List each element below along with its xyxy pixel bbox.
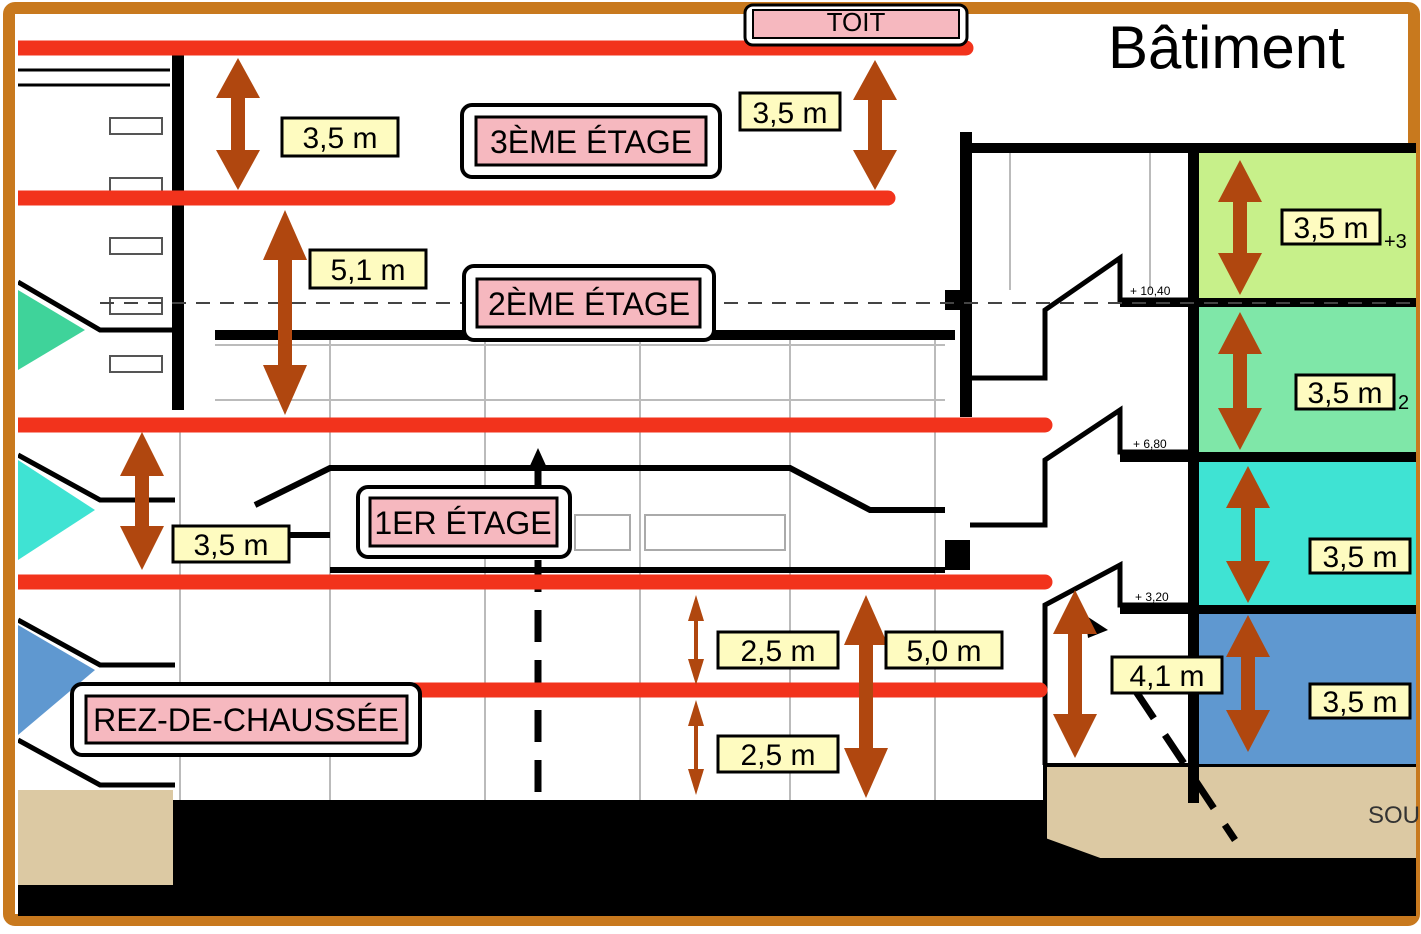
svg-text:2,5 m: 2,5 m	[740, 635, 815, 668]
basement-label: SOU	[1368, 802, 1420, 829]
svg-text:2,5 m: 2,5 m	[740, 739, 815, 772]
arrow-stack-2	[1218, 312, 1262, 450]
dim-first: 3,5 m	[171, 524, 291, 564]
facade-windows	[109, 117, 163, 373]
elevation-3: + 3,20	[1135, 590, 1169, 604]
left-stair-cyan	[18, 460, 95, 560]
dim-ground-lower: 2,5 m	[716, 734, 840, 774]
svg-text:5,1 m: 5,1 m	[330, 254, 405, 287]
side-mark-1: +3	[1384, 231, 1407, 253]
floor-label-3eme: 3ÈME ÉTAGE	[460, 103, 722, 179]
arrow-stack-3	[1226, 466, 1270, 603]
arrow-right-top	[853, 60, 897, 190]
dimension-labels: 3,5 m 3,5 m 5,1 m 3,5 m 2,5 m 2,5 m 5,0 …	[171, 91, 1412, 774]
dim-stack-4: 3,5 m	[1308, 682, 1412, 720]
arrow-first	[120, 432, 164, 570]
arrow-stack-4	[1226, 615, 1270, 752]
right-slabs	[1120, 298, 1416, 614]
dim-right-top: 3,5 m	[738, 91, 842, 132]
ground-left	[18, 790, 173, 885]
svg-text:3,5 m: 3,5 m	[1322, 686, 1397, 719]
svg-text:REZ-DE-CHAUSSÉE: REZ-DE-CHAUSSÉE	[93, 702, 399, 738]
arrow-ground-lower	[688, 700, 704, 795]
arrow-left-top	[216, 58, 260, 190]
svg-text:3ÈME ÉTAGE: 3ÈME ÉTAGE	[490, 124, 692, 160]
dim-second: 5,1 m	[308, 248, 428, 290]
dim-ground-upper: 2,5 m	[716, 630, 840, 670]
arrow-ground-upper	[688, 595, 704, 685]
elevation-1: + 10,40	[1130, 284, 1171, 298]
svg-text:3,5 m: 3,5 m	[1293, 212, 1368, 245]
axis-arrowhead	[528, 448, 548, 470]
dim-right-low: 4,1 m	[1110, 655, 1224, 695]
mezzanine-panels	[574, 514, 786, 551]
svg-text:TOIT: TOIT	[827, 7, 886, 37]
svg-text:5,0 m: 5,0 m	[906, 635, 981, 668]
svg-text:3,5 m: 3,5 m	[1307, 377, 1382, 410]
dim-left-top: 3,5 m	[280, 116, 400, 158]
floor-label-top: TOIT	[743, 3, 969, 47]
band-level-1	[1199, 462, 1416, 605]
floor-lines	[18, 40, 1053, 698]
svg-text:2ÈME ÉTAGE: 2ÈME ÉTAGE	[488, 286, 690, 322]
svg-text:3,5 m: 3,5 m	[302, 122, 377, 155]
svg-text:3,5 m: 3,5 m	[1322, 541, 1397, 574]
ground-right	[1043, 763, 1416, 862]
diagonal-dashed	[1132, 688, 1238, 842]
side-mark-2: 2	[1398, 392, 1409, 414]
floor-label-rdc: REZ-DE-CHAUSSÉE	[70, 682, 422, 757]
arrow-right-low	[1053, 590, 1097, 758]
dim-stack-3: 3,5 m	[1308, 537, 1412, 575]
left-stair-green	[18, 290, 85, 370]
diagram-title: Bâtiment	[1108, 14, 1345, 81]
svg-text:4,1 m: 4,1 m	[1129, 660, 1204, 693]
svg-text:3,5 m: 3,5 m	[193, 529, 268, 562]
floor-label-1er: 1ER ÉTAGE	[356, 485, 572, 559]
arrow-ground-total	[844, 595, 888, 798]
left-stair-blue	[18, 625, 95, 735]
svg-text:3,5 m: 3,5 m	[752, 97, 827, 130]
dimension-arrows	[120, 58, 1270, 798]
svg-text:1ER ÉTAGE: 1ER ÉTAGE	[374, 505, 551, 541]
elevation-2: + 6,80	[1133, 437, 1167, 451]
dim-stack-2: 3,5 m	[1294, 373, 1396, 411]
dim-stack-1: 3,5 m	[1280, 208, 1382, 246]
arrow-second	[263, 210, 307, 415]
dim-ground-total: 5,0 m	[884, 630, 1004, 670]
left-stair-lines	[18, 279, 175, 788]
arrow-stack-1	[1218, 160, 1262, 295]
floor-label-2eme: 2ÈME ÉTAGE	[462, 264, 716, 342]
